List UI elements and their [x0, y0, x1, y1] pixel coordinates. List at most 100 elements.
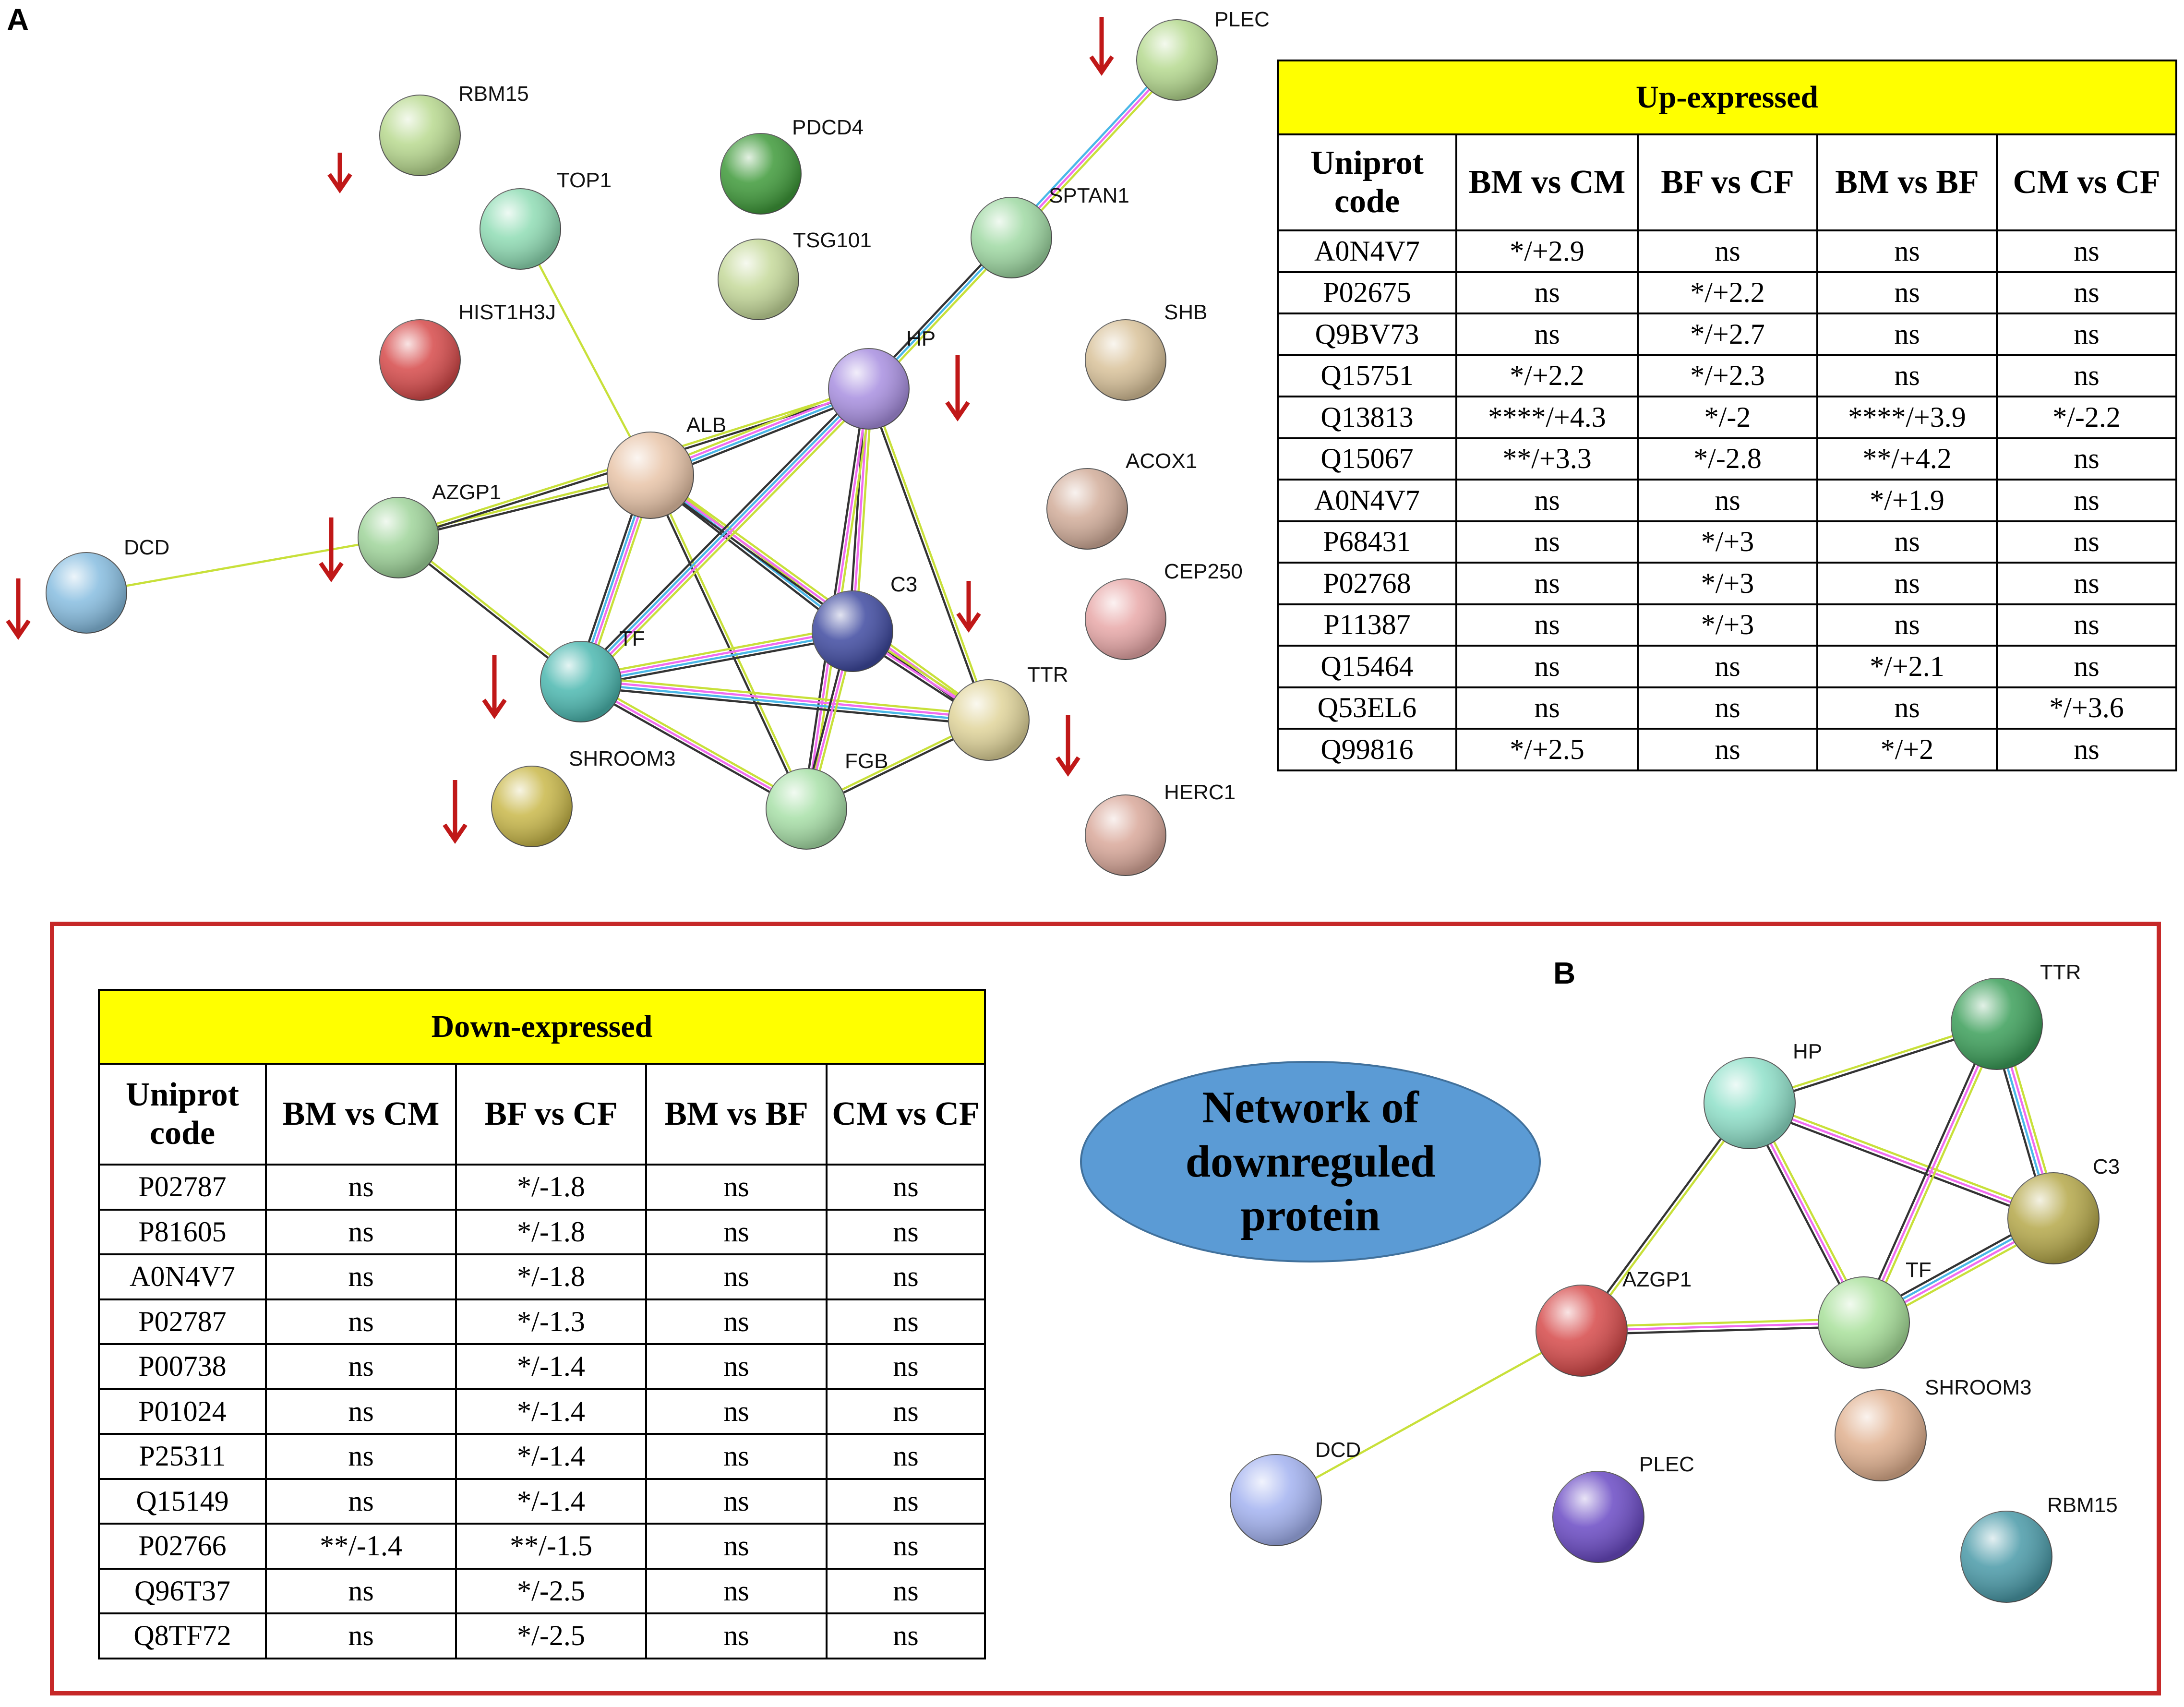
node-c3: C3	[812, 573, 917, 672]
node-shroom3: SHROOM3	[491, 747, 675, 847]
value-cell: ns	[1995, 520, 2178, 564]
value-cell: **/+4.2	[1816, 437, 1998, 481]
edge-HP-C3	[1749, 1102, 2054, 1220]
value-cell: ns	[1816, 271, 1998, 314]
value-cell: ns	[1995, 728, 2178, 771]
network-a-nodes: PLECRBM15PDCD4TOP1TSG101SPTAN1HIST1H3JHP…	[46, 8, 1270, 876]
node-label: AZGP1	[432, 481, 501, 504]
value-cell: ns	[1455, 520, 1639, 564]
value-cell: */+1.9	[1816, 479, 1998, 522]
edge-ALB-TTR	[651, 471, 992, 719]
node-label: HERC1	[1164, 781, 1236, 804]
down-arrow-icon	[482, 655, 507, 719]
edge-TTR-TF	[1866, 1025, 2002, 1325]
up-header-3: BM vs BF	[1816, 133, 1998, 231]
down-arrow-icon	[945, 355, 970, 421]
edge-AZGP1-TF	[1582, 1325, 1864, 1336]
node-label: RBM15	[2047, 1493, 2118, 1517]
value-cell: ns	[1455, 603, 1639, 647]
edge-TTR-TF	[1859, 1022, 1994, 1322]
value-cell: ns	[1637, 479, 1818, 522]
up-expressed-title: Up-expressed	[1276, 60, 2178, 135]
node-dcd: DCD	[46, 536, 169, 634]
down-expressed-box	[50, 922, 2161, 1695]
node-tsg101: TSG101	[718, 228, 872, 320]
value-cell: */+2.7	[1637, 313, 1818, 356]
node-label: TTR	[2040, 961, 2081, 984]
down-arrow-icon	[1056, 715, 1080, 777]
node-label: C3	[2093, 1155, 2120, 1178]
value-cell: ns	[1995, 229, 2178, 273]
node-label: ALB	[686, 413, 726, 437]
value-cell: ns	[825, 1298, 986, 1345]
edge-AZGP1-TF	[1581, 1321, 1864, 1332]
value-cell: ns	[265, 1298, 457, 1345]
value-cell: */-1.8	[455, 1253, 647, 1300]
down-arrow-icon	[956, 581, 981, 633]
value-cell: */-1.4	[455, 1433, 647, 1480]
node-label: SPTAN1	[1049, 184, 1129, 207]
down-header-0: Uniprot code	[98, 1063, 267, 1166]
uniprot-code-cell: Q15464	[1277, 645, 1457, 688]
value-cell: ns	[1995, 479, 2178, 522]
node-tf: TF	[1818, 1258, 1932, 1369]
uniprot-code-cell: Q96T37	[98, 1567, 267, 1614]
value-cell: ns	[1995, 437, 2178, 481]
node-label: TF	[619, 627, 645, 650]
node-pdcd4: PDCD4	[720, 116, 864, 215]
node-azgp1: AZGP1	[358, 481, 501, 578]
node-plec: PLEC	[1136, 8, 1270, 101]
edge-TTR-TF	[1862, 1023, 1998, 1323]
edge-ALB-FGB	[651, 474, 809, 809]
uniprot-code-cell: A0N4V7	[1277, 229, 1457, 273]
value-cell: */-2.8	[1637, 437, 1818, 481]
edge-HP-TF	[576, 385, 866, 679]
edge-TOP1-ALB	[519, 228, 651, 476]
value-cell: ns	[825, 1567, 986, 1614]
value-cell: ns	[265, 1164, 457, 1211]
network-caption-ellipse: Network of downreguled protein	[1080, 1061, 1541, 1262]
down-arrow-icon	[327, 153, 352, 193]
uniprot-code-cell: P02675	[1277, 271, 1457, 314]
node-label: PLEC	[1214, 8, 1270, 31]
value-cell: ****/+3.9	[1816, 396, 1998, 439]
node-rbm15: RBM15	[1960, 1493, 2118, 1603]
node-plec: PLEC	[1552, 1453, 1694, 1563]
node-herc1: HERC1	[1085, 781, 1236, 876]
node-dcd: DCD	[1230, 1438, 1361, 1546]
value-cell: ns	[645, 1478, 828, 1525]
value-cell: ns	[1816, 686, 1998, 730]
value-cell: ns	[645, 1388, 828, 1435]
uniprot-code-cell: P00738	[98, 1343, 267, 1390]
value-cell: **/-1.5	[455, 1523, 647, 1570]
value-cell: ns	[1816, 229, 1998, 273]
edge-TF-TTR	[580, 682, 989, 723]
node-sptan1: SPTAN1	[971, 184, 1129, 278]
value-cell: ns	[825, 1388, 986, 1435]
node-label: TSG101	[793, 228, 872, 252]
edge-HP-C3	[1748, 1106, 2052, 1223]
value-cell: ns	[1995, 562, 2178, 605]
up-header-4: CM vs CF	[1995, 133, 2178, 231]
value-cell: */+2.2	[1455, 354, 1639, 397]
node-rbm15: RBM15	[379, 82, 529, 176]
uniprot-code-cell: P02787	[98, 1164, 267, 1211]
value-cell: ns	[825, 1164, 986, 1211]
value-cell: ns	[825, 1478, 986, 1525]
uniprot-code-cell: Q13813	[1277, 396, 1457, 439]
value-cell: ****/+4.3	[1455, 396, 1639, 439]
edge-DCD-AZGP1	[86, 536, 399, 594]
up-header-1: BM vs CM	[1455, 133, 1639, 231]
edge-HP-AZGP1	[1579, 1101, 1749, 1330]
value-cell: */-1.4	[455, 1388, 647, 1435]
